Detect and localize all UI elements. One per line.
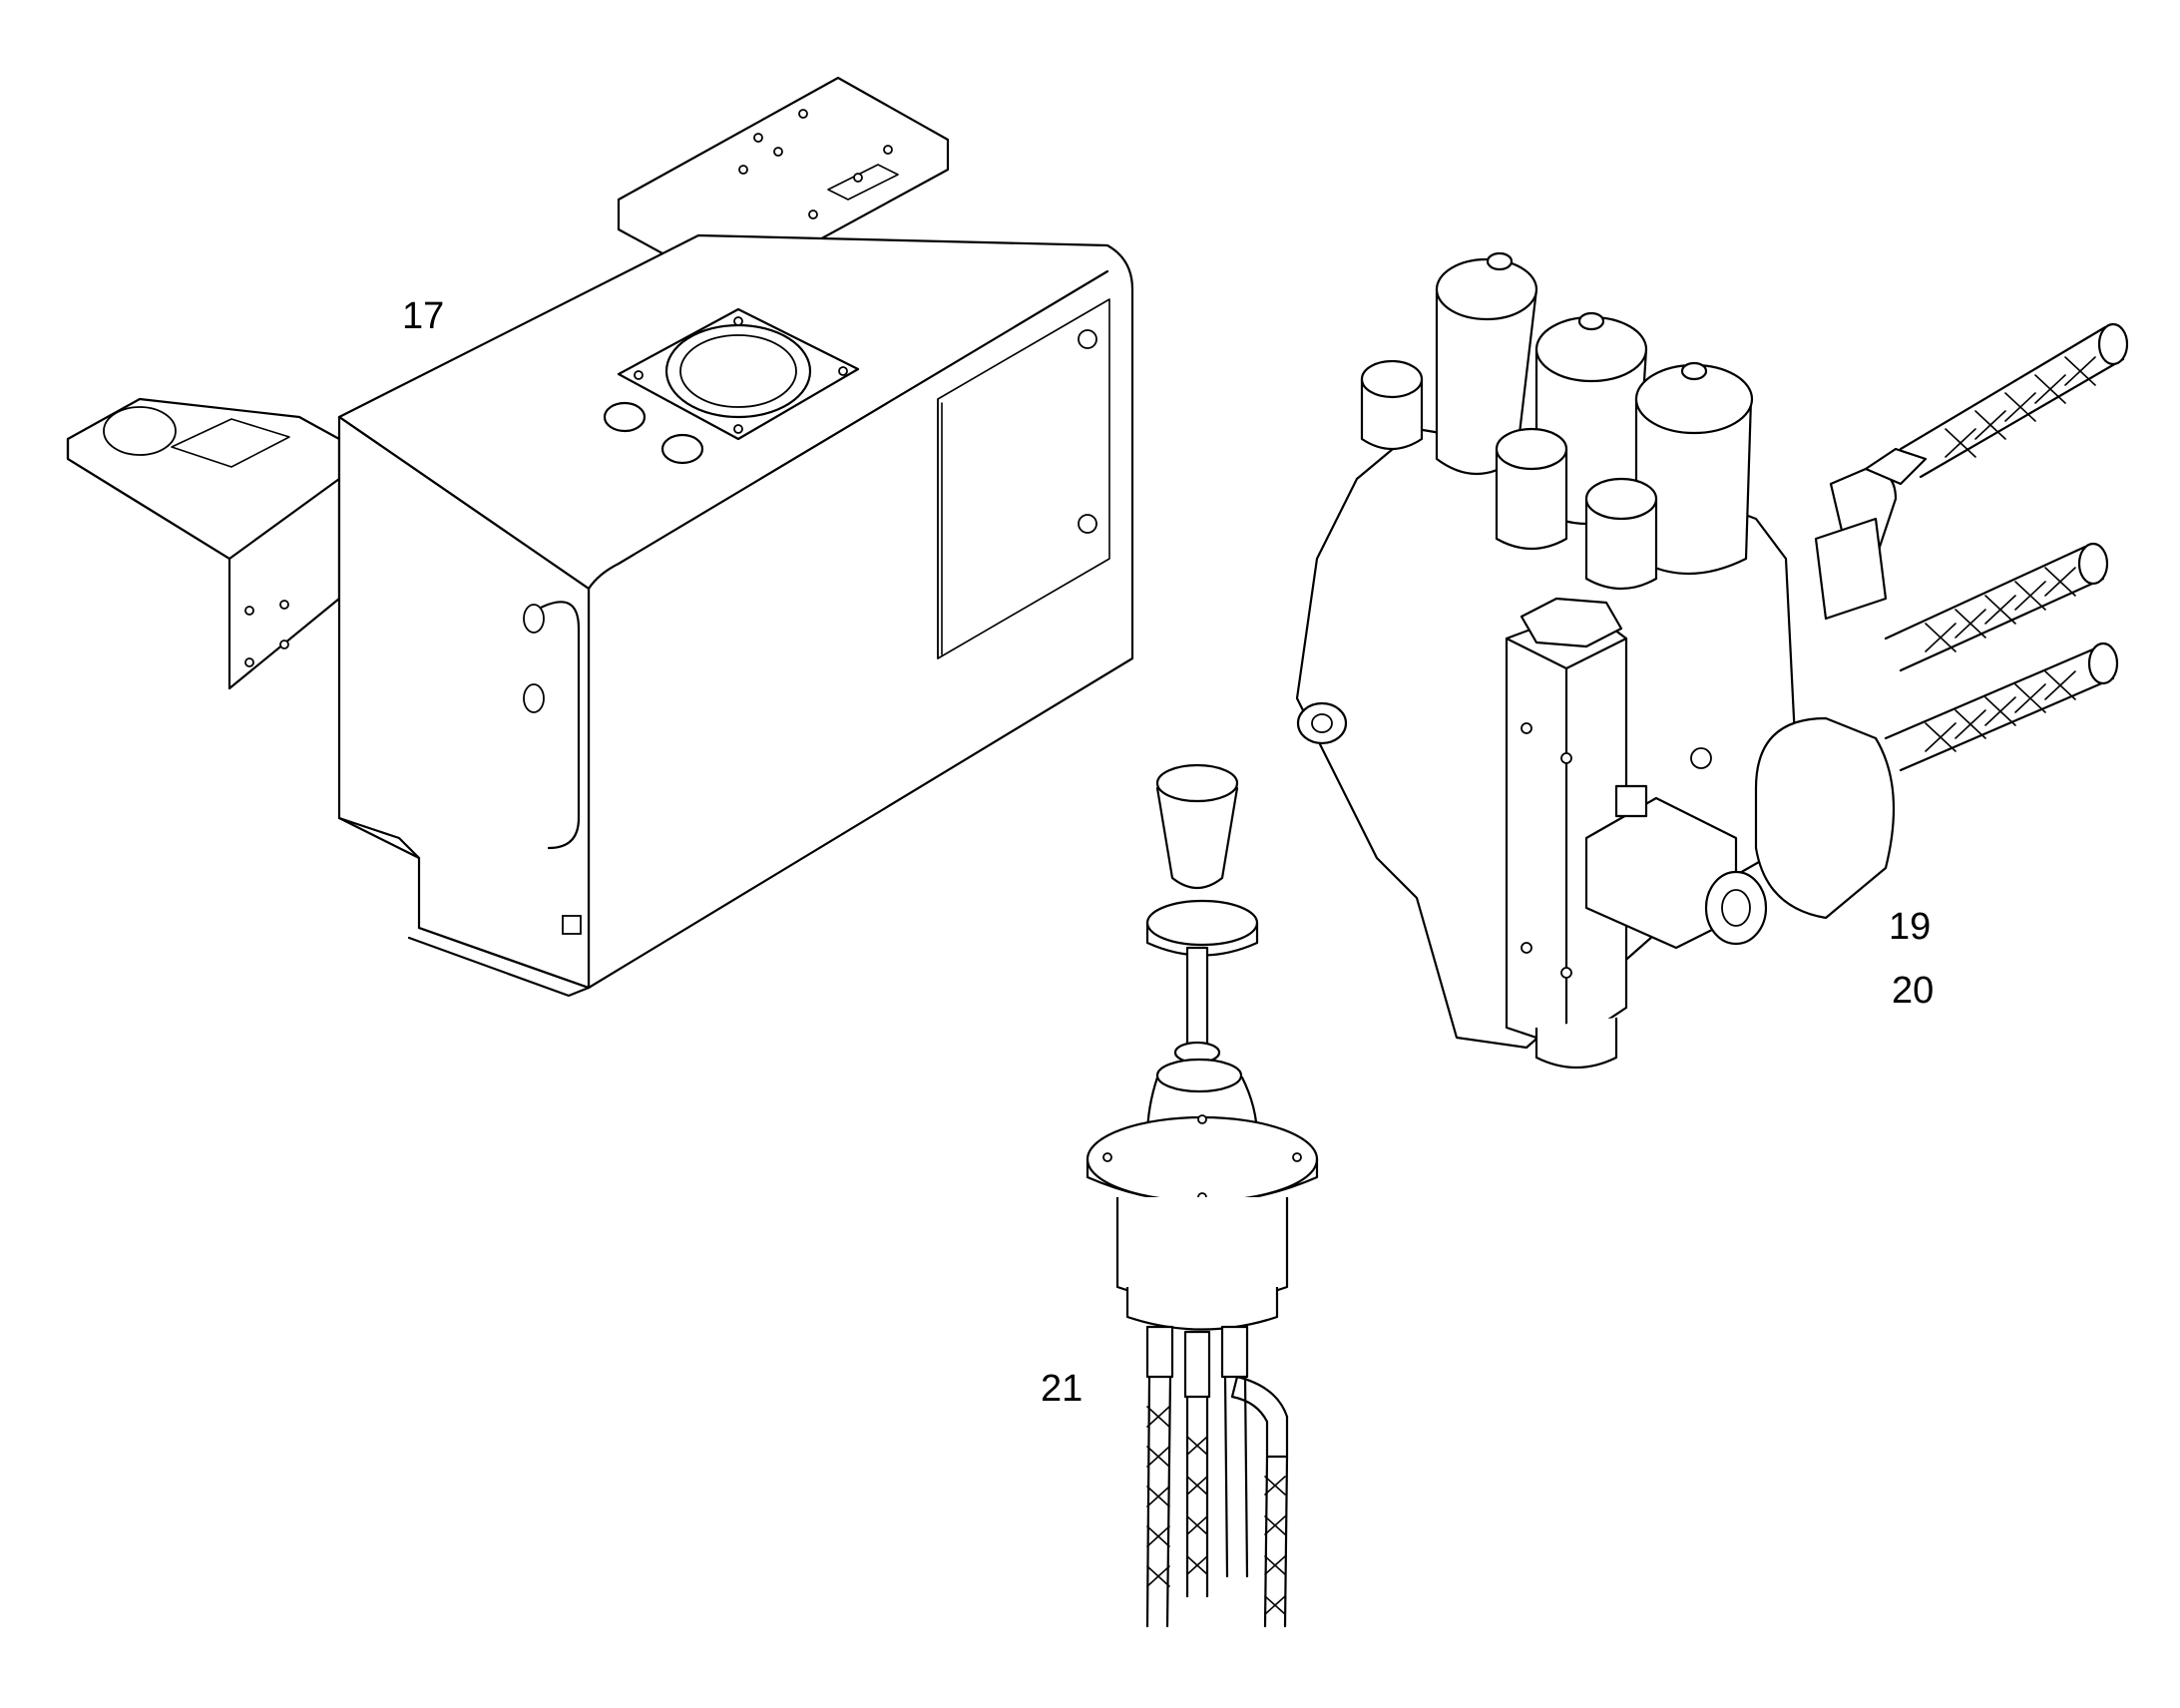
hydraulic-hoses — [1884, 322, 2129, 772]
control-valve — [1295, 251, 2129, 1069]
mounting-bracket — [66, 397, 341, 690]
callout-20: 20 — [1892, 970, 1935, 1012]
callout-19: 19 — [1889, 906, 1932, 948]
callout-17: 17 — [402, 295, 445, 337]
callout-21: 21 — [1041, 1368, 1084, 1410]
tank-body — [337, 76, 1134, 998]
hydraulic-tank — [66, 76, 1134, 998]
joystick — [1086, 763, 1319, 1628]
